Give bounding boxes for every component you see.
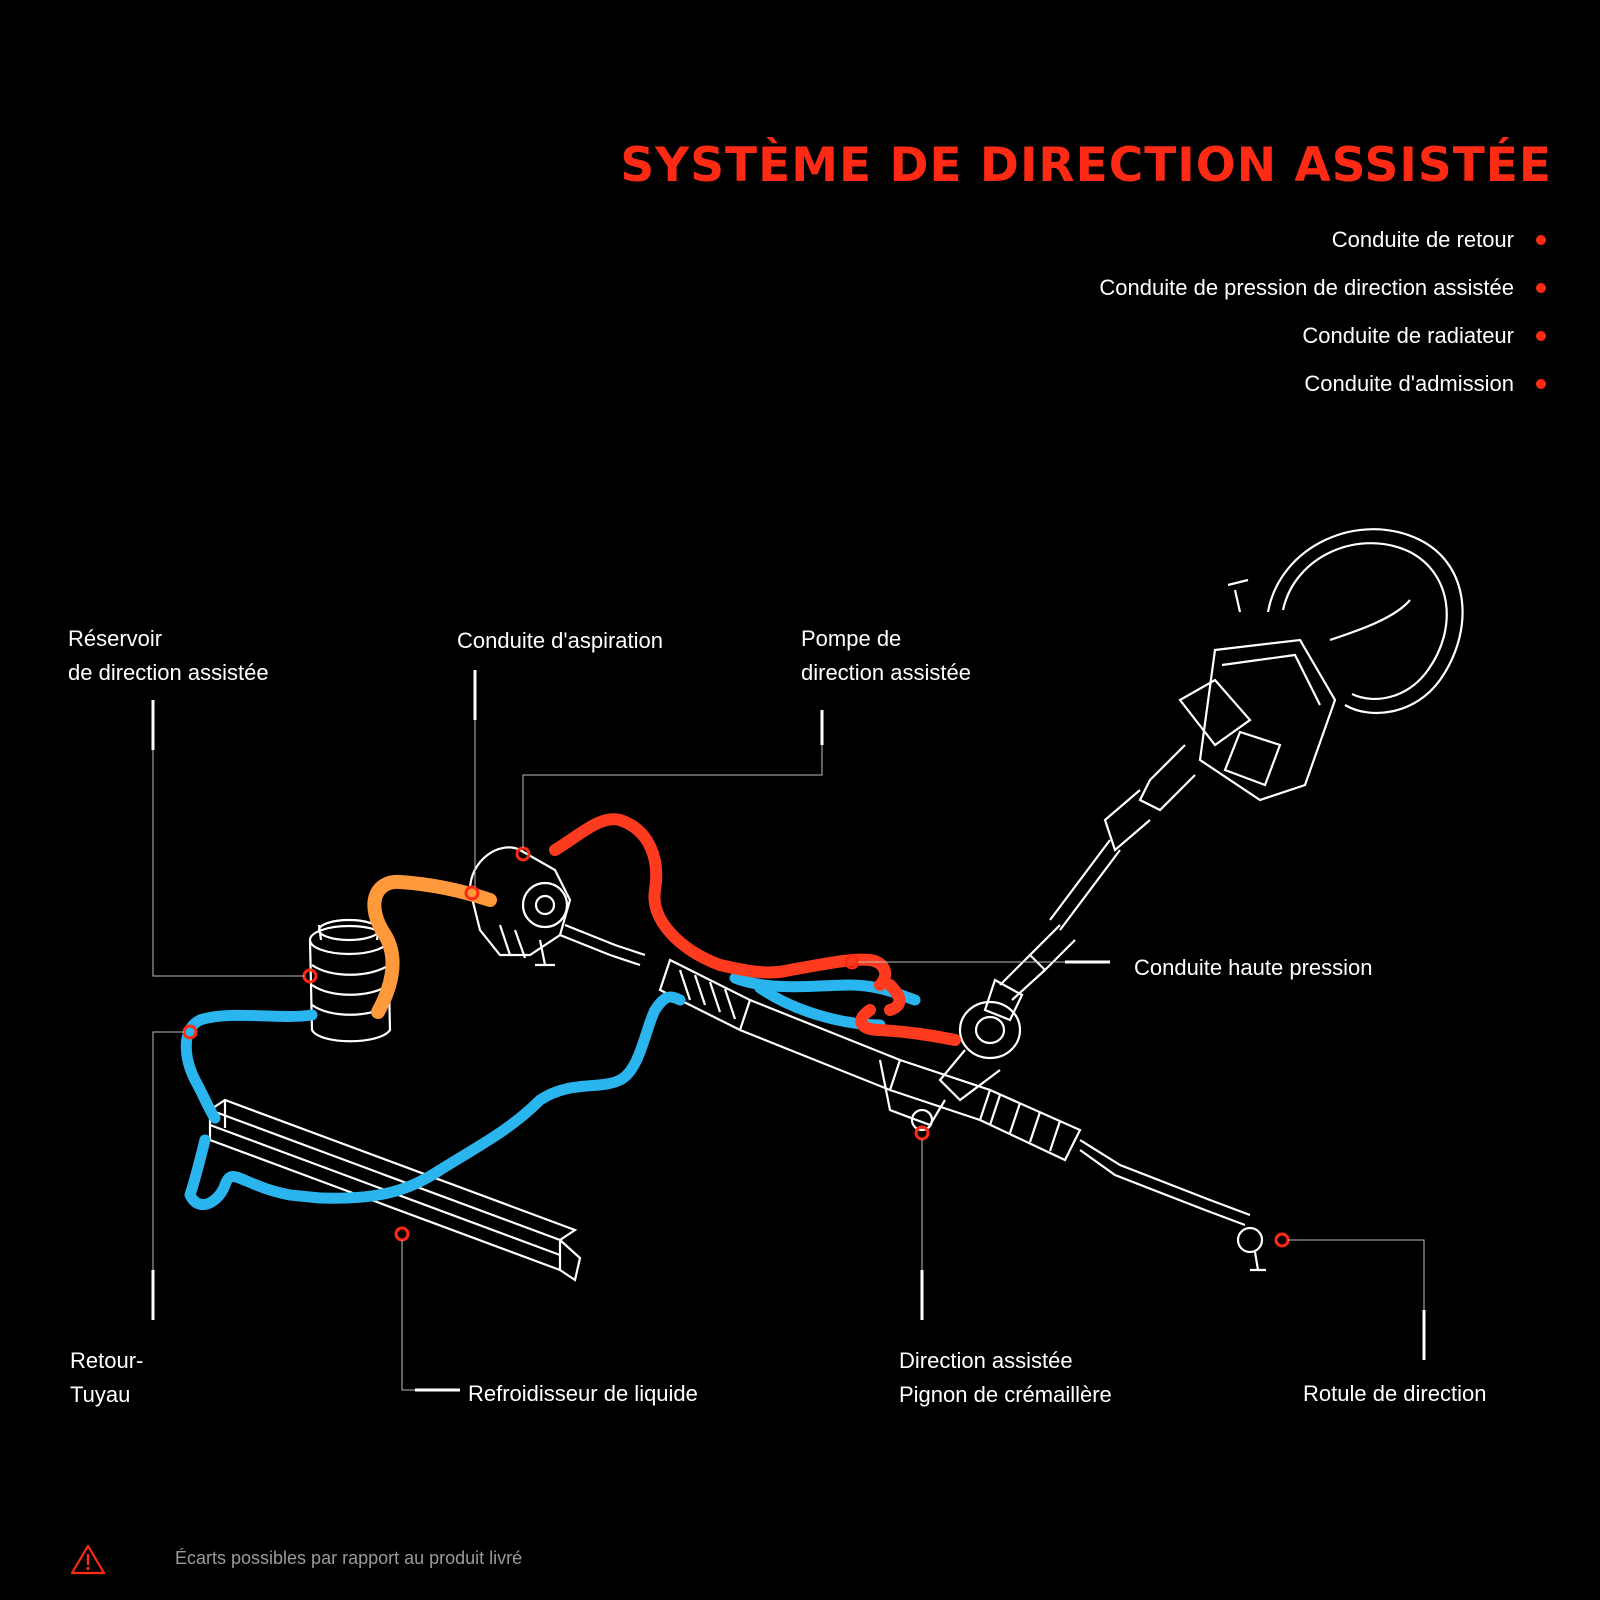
label-high-pressure-line: Conduite haute pression: [1134, 951, 1373, 985]
label-line: Conduite haute pression: [1134, 955, 1373, 980]
label-reservoir: Réservoir de direction assistée: [68, 622, 269, 690]
label-pump: Pompe de direction assistée: [801, 622, 971, 690]
legend-item-radiator-line: Conduite de radiateur: [746, 312, 1546, 360]
power-steering-pump: [468, 846, 572, 967]
label-line: Retour-: [70, 1348, 144, 1373]
footer-note: Écarts possibles par rapport au produit …: [175, 1548, 523, 1568]
reservoir: [308, 918, 392, 1043]
legend-dot: [1536, 331, 1546, 341]
marker-tie-rod: [1274, 1232, 1290, 1248]
label-line: Refroidisseur de liquide: [468, 1381, 698, 1406]
legend-dot: [1536, 379, 1546, 389]
legend-dot: [1536, 283, 1546, 293]
steering-rack: [559, 923, 1266, 1272]
label-tie-rod-end: Rotule de direction: [1303, 1377, 1486, 1411]
steering-column: [983, 578, 1337, 1022]
legend-label: Conduite de pression de direction assist…: [1099, 275, 1514, 300]
marker-suction: [464, 885, 480, 901]
label-line: Tuyau: [70, 1382, 131, 1407]
pressure-hoses: [549, 813, 961, 1046]
pinion-housing: [938, 1000, 1022, 1102]
label-fluid-cooler: Refroidisseur de liquide: [468, 1377, 698, 1411]
legend-item-return-line: Conduite de retour: [746, 216, 1546, 264]
label-rack-pinion: Direction assistée Pignon de crémaillère: [899, 1344, 1112, 1412]
label-line: Rotule de direction: [1303, 1381, 1487, 1406]
label-line: Pompe de: [801, 626, 902, 651]
legend-dot: [1536, 235, 1546, 245]
steering-wheel: [1266, 528, 1464, 715]
label-return-pipe: Retour- Tuyau: [70, 1344, 143, 1412]
legend-item-pressure-line: Conduite de pression de direction assist…: [746, 264, 1546, 312]
legend-item-intake-line: Conduite d'admission: [746, 360, 1546, 408]
leader-line-ticks: [151, 670, 1426, 1392]
warning-triangle-icon: [70, 1544, 106, 1575]
suction-hose: [367, 874, 497, 1019]
label-line: direction assistée: [801, 660, 971, 685]
marker-cooler: [394, 1226, 410, 1242]
leader-lines: [152, 670, 1425, 1391]
legend-label: Conduite de retour: [1331, 227, 1514, 252]
page-title: SYSTÈME DE DIRECTION ASSISTÉE: [620, 138, 1552, 193]
label-line: de direction assistée: [68, 660, 269, 685]
label-line: Direction assistée: [899, 1348, 1073, 1373]
legend-label: Conduite de radiateur: [1302, 323, 1514, 348]
marker-circles: [182, 846, 1290, 1248]
label-suction-line: Conduite d'aspiration: [457, 624, 663, 658]
legend-label: Conduite d'admission: [1304, 371, 1514, 396]
label-line: Réservoir: [68, 626, 163, 651]
label-line: Pignon de crémaillère: [899, 1382, 1112, 1407]
label-line: Conduite d'aspiration: [457, 628, 664, 653]
legend: Conduite de retour Conduite de pression …: [746, 216, 1546, 408]
marker-rack: [914, 1125, 930, 1141]
